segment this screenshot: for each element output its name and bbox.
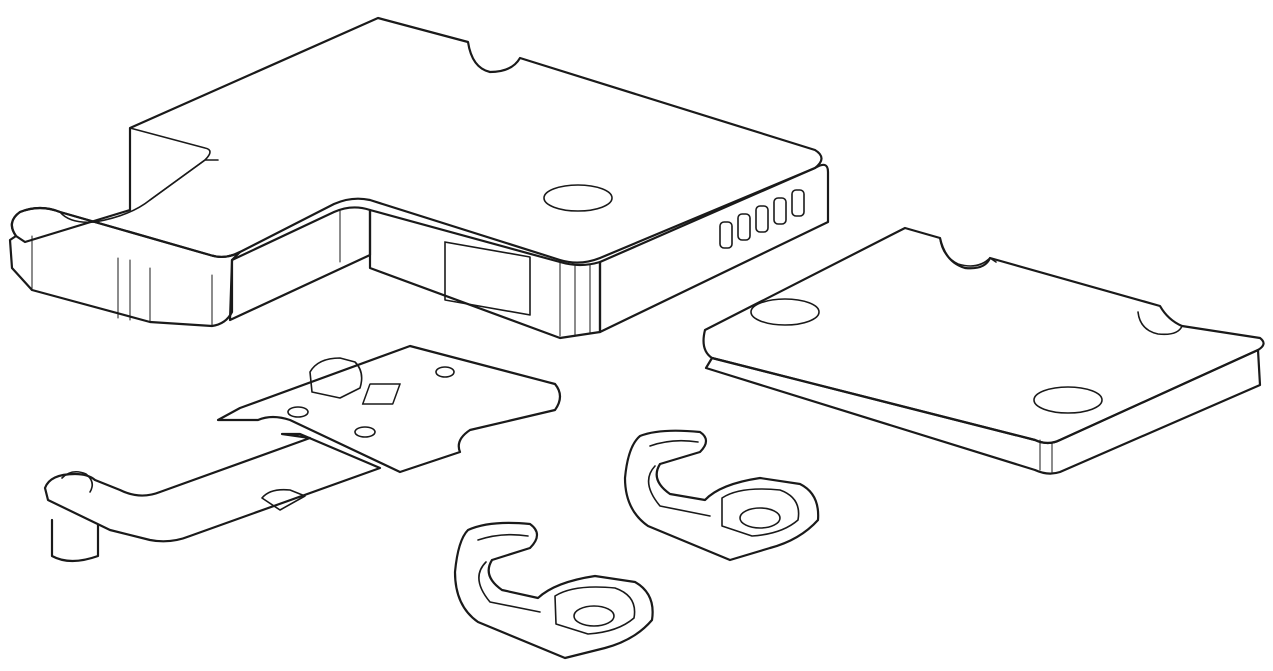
cover-hole-left (750, 298, 820, 326)
clip-insert-a (623, 429, 820, 562)
vent-slot (737, 213, 751, 241)
insert-a-inner (647, 439, 711, 517)
housing-left-slot (59, 127, 211, 224)
housing-front-face (228, 206, 372, 322)
housing-top-face (10, 16, 823, 264)
cover-plate (702, 226, 1265, 475)
insert-b-inner (477, 533, 541, 613)
housing-left-slot-inner (129, 127, 219, 201)
bracket-slot (261, 488, 306, 511)
vent-slot (755, 205, 769, 233)
housing-front-left-edges (31, 235, 213, 327)
insert-a-pocket (721, 488, 800, 537)
housing-vent-slots (719, 189, 805, 249)
clip-bracket (43, 344, 562, 563)
insert-b-outline (453, 521, 654, 660)
insert-b-hole (573, 605, 615, 627)
cover-side-face (704, 348, 1262, 475)
cover-notch-right (1137, 311, 1183, 336)
housing-front-right-face (368, 208, 602, 340)
bracket-hole-1 (287, 406, 309, 418)
bracket-plate (216, 344, 562, 474)
housing-port-opening (444, 241, 531, 316)
insert-a-outline (623, 429, 820, 562)
cover-hole-right (1033, 386, 1103, 414)
bracket-hook (61, 470, 94, 493)
bracket-tab (309, 357, 363, 399)
cover-edges (1039, 439, 1053, 473)
clip-insert-b (453, 521, 654, 660)
vent-slot (773, 197, 787, 225)
housing-right-face (598, 163, 830, 334)
bracket-hole-2 (354, 426, 376, 438)
insert-a-hole (739, 507, 781, 529)
bracket-square-hole (361, 383, 401, 405)
vent-slot (719, 221, 733, 249)
housing-front-left (8, 206, 242, 328)
housing-top-hole (543, 184, 613, 212)
vent-slot (791, 189, 805, 217)
insert-b-pocket (554, 586, 636, 635)
bracket-arm (43, 432, 382, 543)
housing-body (8, 16, 830, 340)
bracket-hole-3 (435, 366, 455, 378)
housing-front-edges (339, 209, 591, 337)
cover-top-face (702, 226, 1265, 445)
cover-notch-top (939, 237, 997, 267)
bracket-pin (50, 518, 100, 563)
